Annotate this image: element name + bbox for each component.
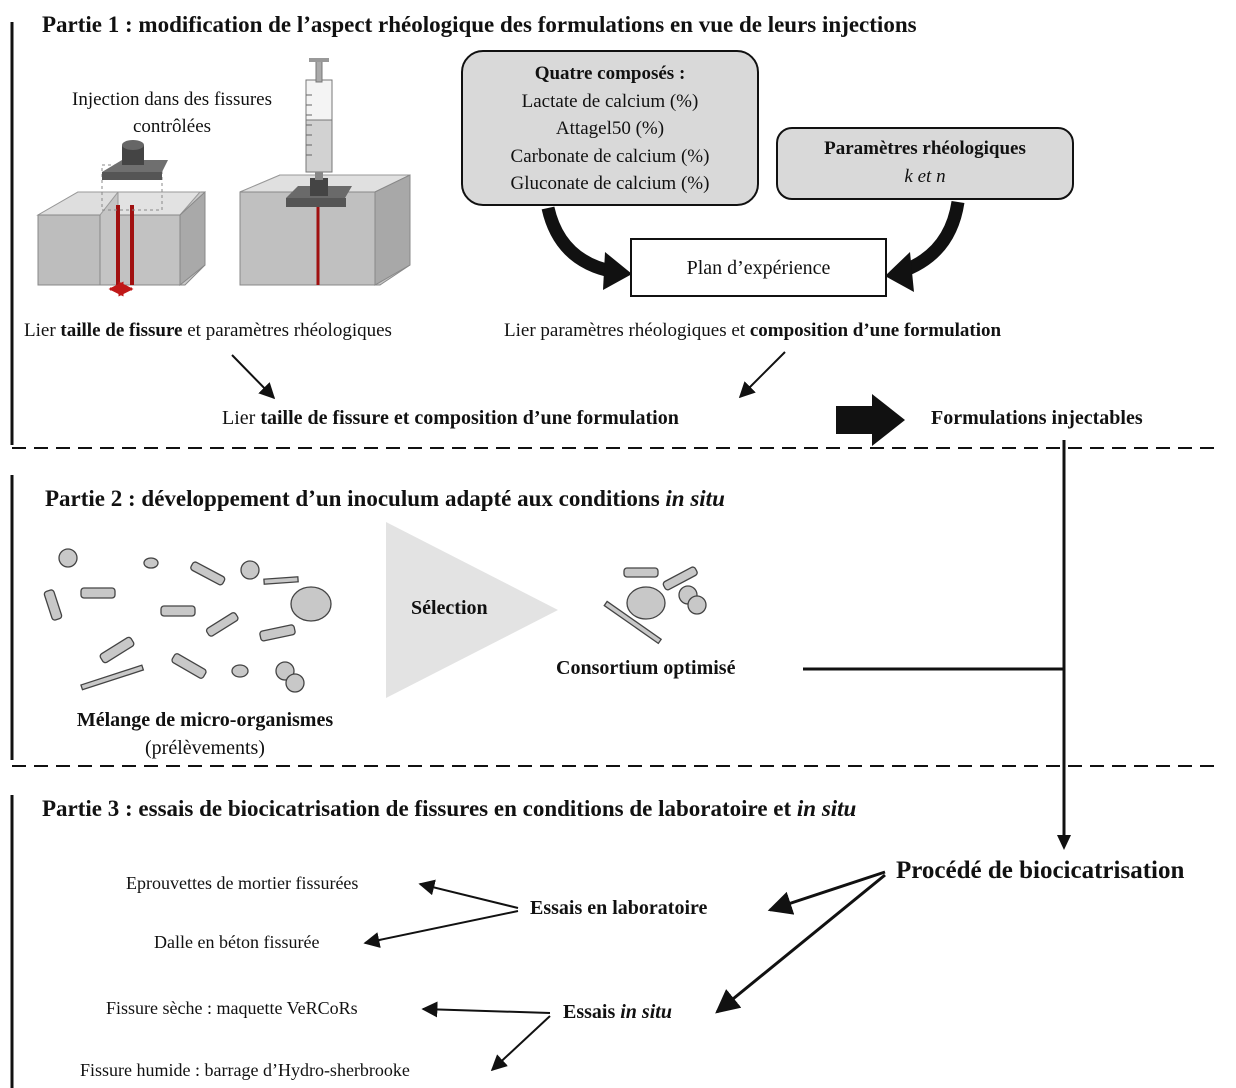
compound-item: Lactate de calcium (%)	[521, 90, 699, 112]
part2-title: Partie 2 : développement d’un inoculum a…	[45, 486, 725, 512]
lab-item-mortar: Eprouvettes de mortier fissurées	[126, 873, 359, 893]
link-left-text: Lier taille de fissure et paramètres rhé…	[24, 320, 392, 342]
link-right-bold: composition d’une formulation	[749, 320, 1002, 341]
insitu-italic: in situ	[620, 1001, 672, 1023]
mixture-sublabel: (prélèvements)	[145, 737, 265, 759]
compounds-box: Quatre composés : Lactate de calcium (%)…	[461, 50, 759, 206]
insitu-pre: Essais	[563, 1001, 621, 1023]
big-arrow-to-formulations	[836, 394, 905, 446]
biocicatrisation-process-label: Procédé de biocicatrisation	[896, 857, 1185, 884]
mixture-label: Mélange de micro-organismes	[76, 709, 334, 731]
arrow-lab-to-dalle	[363, 910, 519, 948]
part1-title: Partie 1 : modification de l’aspect rhéo…	[42, 12, 917, 37]
experiment-plan-label: Plan d’expérience	[686, 257, 831, 279]
consortium-label: Consortium optimisé	[556, 657, 736, 679]
lab-tests-label: Essais en laboratoire	[530, 897, 708, 919]
optimized-consortium	[603, 566, 707, 645]
arrow-compounds-to-plan	[541, 206, 617, 279]
compound-item: Gluconate de calcium (%)	[510, 173, 710, 194]
part3-title-italic: in situ	[796, 796, 857, 821]
mixture-caption: Mélange de micro-organismes (prélèvement…	[77, 706, 333, 762]
part2-title-italic: in situ	[665, 486, 725, 511]
link-left-pre: Lier	[24, 320, 61, 341]
compounds-heading: Quatre composés :	[534, 63, 686, 84]
insitu-item-dry: Fissure sèche : maquette VeRCoRs	[106, 998, 358, 1018]
compound-item: Carbonate de calcium (%)	[510, 145, 710, 167]
experiment-plan-box: Plan d’expérience	[630, 238, 887, 297]
arrow-insitu-to-humide	[490, 1015, 551, 1072]
crack-block-right-illustration	[239, 58, 411, 286]
part3-title: Partie 3 : essais de biocicatrisation de…	[42, 796, 856, 822]
arrow-process-to-insitu	[715, 873, 886, 1014]
lab-item-slab: Dalle en béton fissurée	[154, 932, 320, 952]
arrow-insitu-to-seche	[421, 1001, 551, 1018]
arrow-left-link-down	[231, 354, 276, 400]
injection-caption-line1: Injection dans des fissures	[72, 89, 272, 110]
link-right-pre: Lier paramètres rhéologiques et	[504, 320, 750, 341]
arrow-lab-to-eprouvettes	[418, 879, 519, 909]
part3-title-main: Partie 3 : essais de biocicatrisation de…	[42, 796, 797, 821]
injection-caption-line2: contrôlées	[132, 116, 212, 137]
link-combined-text: Lier taille de fissure et composition d’…	[222, 407, 679, 430]
compound-item: Attagel50 (%)	[555, 118, 665, 139]
link-left-bold: taille de fissure	[60, 320, 183, 341]
selection-triangle	[386, 522, 558, 698]
link-combined-bold: taille de fissure et composition d’une f…	[260, 407, 679, 429]
part2-title-main: Partie 2 : développement d’un inoculum a…	[45, 486, 666, 511]
arrow-process-to-lab	[767, 870, 886, 915]
link-left-post: et paramètres rhéologiques	[182, 320, 392, 341]
rheo-params-value: k et n	[904, 166, 946, 187]
link-combined-pre: Lier	[222, 407, 261, 429]
microorganism-mixture	[43, 548, 332, 693]
injectable-formulations-label: Formulations injectables	[931, 407, 1143, 429]
crack-block-left-illustration	[36, 140, 206, 297]
insitu-item-wet: Fissure humide : barrage d’Hydro-sherbro…	[80, 1060, 410, 1080]
arrow-right-link-down	[738, 351, 786, 399]
insitu-tests-label: Essais in situ	[563, 1001, 672, 1024]
rheo-params-heading: Paramètres rhéologiques	[824, 138, 1026, 159]
selection-label: Sélection	[411, 597, 488, 619]
injection-caption: Injection dans des fissures contrôlées	[72, 86, 272, 140]
link-right-text: Lier paramètres rhéologiques et composit…	[504, 320, 1001, 342]
rheo-params-box: Paramètres rhéologiques k et n	[776, 127, 1074, 200]
